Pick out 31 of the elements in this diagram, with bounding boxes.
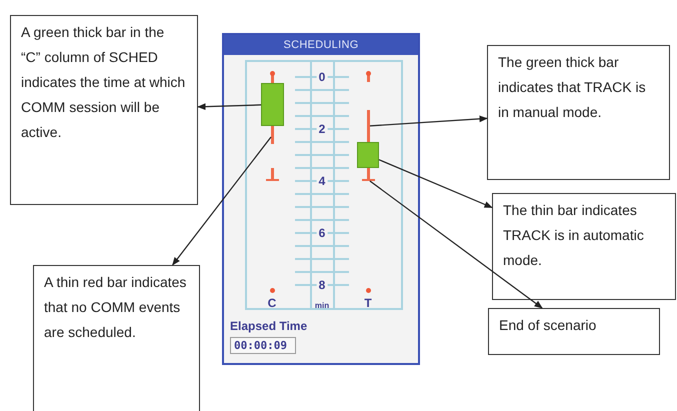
callout-text: The green thick bar indicates that TRACK is in manual mode. — [498, 53, 647, 122]
panel-title: SCHEDULING — [224, 35, 418, 55]
column-label: C — [266, 297, 278, 309]
callout-box — [488, 308, 660, 355]
callout-text: The thin bar indicates TRACK is in automatic mode. — [503, 201, 645, 270]
thin-bar — [367, 110, 370, 142]
scale-number: 8 — [316, 279, 328, 291]
callout-text: A thin red bar indicates that no COMM events are scheduled. — [44, 273, 188, 342]
scale-number: 2 — [316, 123, 328, 135]
leader-arrow — [197, 103, 262, 110]
callout-box — [33, 265, 200, 411]
callout-box — [487, 45, 670, 180]
leader-arrow — [370, 116, 488, 126]
callout-box — [10, 15, 198, 205]
scale-number: 4 — [316, 175, 328, 187]
scale-number: 6 — [316, 227, 328, 239]
thick-bar — [357, 142, 379, 168]
scheduling-panel — [222, 33, 420, 365]
thin-bar — [271, 126, 274, 144]
end-tick — [362, 179, 375, 181]
leader-arrow — [370, 180, 543, 308]
elapsed-time-label: Elapsed Time — [230, 319, 308, 333]
callout-text: End of scenario — [499, 316, 598, 335]
scale-number: 0 — [316, 71, 328, 83]
callout-text: A green thick bar in the “C” column of SCHED indicates the time at which COMM session will be active. — [21, 23, 186, 142]
column-label: T — [363, 297, 373, 309]
thick-bar — [261, 83, 284, 126]
unit-label: min — [314, 300, 330, 312]
leader-arrow — [378, 159, 493, 208]
elapsed-time-field: 00:00:09 — [230, 337, 296, 354]
callout-box — [492, 193, 676, 300]
